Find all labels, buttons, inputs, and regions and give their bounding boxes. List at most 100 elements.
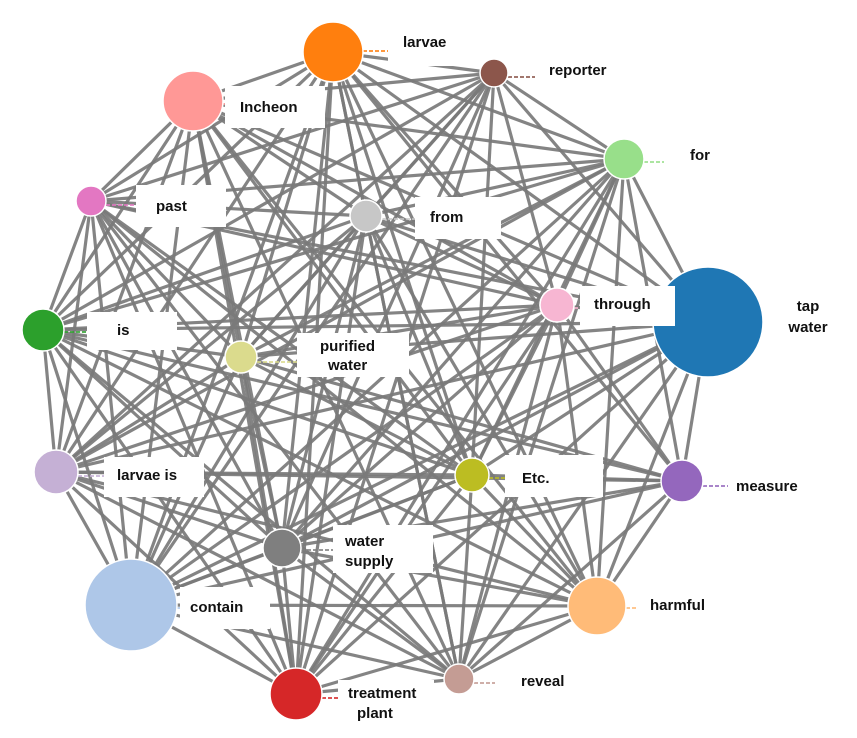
edge-for-purified-water: [239, 157, 626, 359]
edge-contain-past: [89, 199, 133, 607]
water-supply-label: supply: [345, 553, 394, 570]
edge-harmful-is: [41, 328, 599, 608]
edge-reporter-treatment-plant: [294, 71, 496, 696]
contain-node[interactable]: [84, 558, 178, 652]
etc-label-box: [505, 455, 603, 497]
measure-node[interactable]: [660, 459, 704, 503]
for-label: for: [690, 147, 710, 164]
contain-label-box: [180, 587, 270, 629]
edge-measure-purified-water: [239, 355, 684, 483]
node-layer: through: [21, 21, 764, 721]
contain-label: contain: [190, 599, 243, 616]
through-node-front[interactable]: [539, 287, 575, 323]
edge-reporter-past: [89, 71, 496, 203]
reporter-label-box: [535, 56, 635, 86]
past-node[interactable]: [75, 185, 107, 217]
incheon-label: Incheon: [240, 99, 298, 116]
larvae-node[interactable]: [302, 21, 364, 83]
purified-water-label: purified: [320, 338, 375, 355]
water-supply-label-box: [333, 525, 433, 573]
through-label-front: through: [594, 296, 651, 313]
from-label: from: [430, 209, 463, 226]
larvae-is-node[interactable]: [33, 449, 79, 495]
edge-from-etc: [364, 214, 474, 477]
harmful-node[interactable]: [567, 576, 627, 636]
for-node[interactable]: [603, 138, 645, 180]
edge-larvae-is-purified-water: [54, 355, 243, 474]
edge-reveal-incheon: [191, 99, 461, 681]
edge-is-etc: [41, 328, 474, 477]
from-label-box: [415, 197, 501, 239]
reveal-label: reveal: [521, 673, 564, 690]
reporter-node[interactable]: [479, 58, 509, 88]
edge-larvae-is-through: [54, 303, 559, 474]
edge-from-water-supply: [280, 214, 368, 550]
is-node[interactable]: [21, 308, 65, 352]
edge-for-contain: [129, 157, 626, 607]
water-supply-node[interactable]: [262, 528, 302, 568]
edge-larvae-is-past: [54, 199, 93, 474]
edge-through-water-supply: [280, 303, 559, 550]
edge-past-purified-water: [89, 199, 243, 359]
past-label: past: [156, 198, 187, 215]
purified-water-label: water: [327, 357, 367, 374]
edge-from-through: [364, 214, 559, 307]
tap-water-label: water: [787, 319, 827, 336]
edge-reveal-past: [89, 199, 461, 681]
edge-reveal-water-supply: [280, 546, 461, 681]
edge-reveal-from: [364, 214, 461, 681]
past-label-box: [136, 185, 226, 227]
reveal-label-box: [495, 664, 595, 700]
purified-water-label-box: [297, 333, 409, 377]
edge-larvae-is-is: [41, 328, 58, 474]
harmful-label: harmful: [650, 597, 705, 614]
edge-water-supply-etc: [280, 473, 474, 550]
incheon-node[interactable]: [162, 70, 224, 132]
larvae-label: larvae: [403, 34, 446, 51]
for-label-box: [676, 138, 746, 176]
treatment-plant-label-box: [338, 680, 434, 730]
edge-larvae-is-water-supply: [54, 470, 284, 550]
edge-harmful-etc: [470, 473, 599, 608]
edge-larvae-water-supply: [280, 50, 335, 550]
edge-through-etc: [470, 303, 559, 477]
is-label: is: [117, 322, 130, 339]
edge-larvae-harmful: [331, 50, 599, 608]
edge-through-purified-water: [239, 303, 559, 359]
edge-larvae-is-from: [54, 214, 368, 474]
edge-purified-water-water-supply: [239, 355, 284, 550]
treatment-plant-node[interactable]: [269, 667, 323, 721]
etc-node[interactable]: [454, 457, 490, 493]
incheon-label-box: [225, 86, 325, 128]
reporter-label: reporter: [549, 62, 607, 79]
edge-past-etc: [89, 199, 474, 477]
from-node[interactable]: [349, 199, 383, 233]
edge-is-water-supply: [41, 328, 284, 550]
edge-for-reveal: [457, 157, 626, 681]
is-label-box: [87, 312, 177, 350]
purified-water-node[interactable]: [224, 340, 258, 374]
edge-reveal-larvae-is: [54, 470, 461, 681]
edge-reporter-water-supply: [280, 71, 496, 550]
edge-reporter-for: [492, 71, 626, 161]
edge-contain-through: [129, 303, 559, 607]
water-supply-label: water: [344, 533, 384, 550]
edge-treatment-plant-etc: [294, 473, 474, 696]
larvae-is-label: larvae is: [117, 467, 177, 484]
edge-harmful-past: [89, 199, 599, 608]
tap-water-label: tap: [797, 298, 820, 315]
edge-for-from: [364, 157, 626, 218]
edge-purified-water-etc: [239, 355, 474, 477]
edge-is-incheon: [41, 99, 195, 332]
reveal-node[interactable]: [443, 663, 475, 695]
through-label-box-front: [580, 286, 675, 326]
edge-treatment-plant-from: [294, 214, 368, 696]
treatment-plant-label: plant: [357, 705, 393, 722]
edge-is-past: [41, 199, 93, 332]
etc-label: Etc.: [522, 470, 550, 487]
edge-from-purified-water: [239, 214, 368, 359]
edge-reveal-etc: [457, 473, 474, 681]
edge-past-water-supply: [89, 199, 284, 550]
edge-is-from: [41, 214, 368, 332]
edge-treatment-plant-through: [294, 303, 559, 696]
